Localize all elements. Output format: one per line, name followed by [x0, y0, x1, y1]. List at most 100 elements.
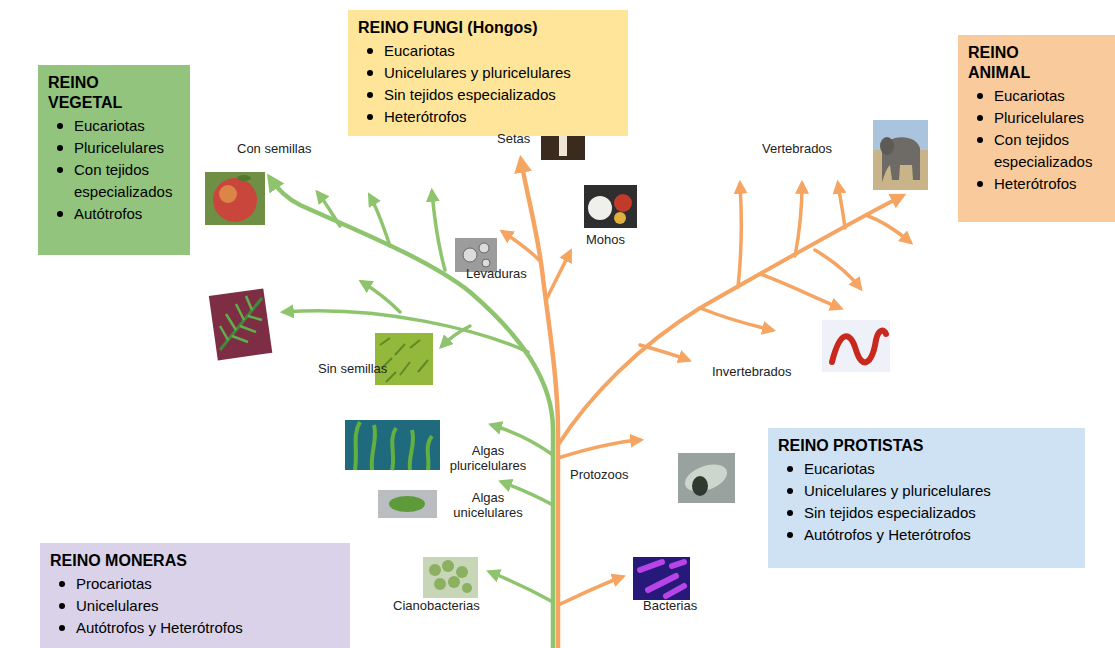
bacteria-photo: [633, 557, 690, 600]
leaf-outline: [447, 105, 626, 400]
trait-item: Autótrofos: [48, 203, 180, 225]
bullet-dot: [57, 167, 63, 173]
bullet-dot: [977, 137, 983, 143]
fern-photo: [209, 288, 273, 360]
bullet-dot: [367, 92, 373, 98]
bullet-dot: [787, 466, 793, 472]
trait-text: Autótrofos: [74, 205, 142, 222]
trait-text: Autótrofos y Heterótrofos: [76, 619, 243, 636]
trait-text: Unicelulares y pluricelulares: [804, 482, 991, 499]
protozoa-photo: [678, 453, 735, 503]
bullet-dot: [59, 625, 65, 631]
trait-item: Eucariotas: [778, 458, 1075, 480]
trait-text: Pluricelulares: [74, 139, 164, 156]
leaf-outline: [628, 114, 951, 398]
trait-text: Autótrofos y Heterótrofos: [804, 526, 971, 543]
algae-photo: [345, 420, 440, 470]
kingdom-title: REINO PROTISTAS: [778, 436, 1075, 456]
trait-item: Unicelulares y pluricelulares: [778, 480, 1075, 502]
kingdom-box: REINO ANIMAL EucariotasPluricelularesCon …: [958, 35, 1115, 222]
group-label: Setas: [497, 131, 530, 146]
trait-text: Sin tejidos especializados: [384, 86, 556, 103]
trait-text: Con tejidos especializados: [994, 131, 1092, 170]
bullet-dot: [59, 603, 65, 609]
kingdom-title: REINO VEGETAL: [48, 73, 122, 113]
bullet-dot: [59, 581, 65, 587]
apple-photo: [205, 172, 265, 225]
trait-text: Heterótrofos: [384, 108, 467, 125]
trait-item: Unicelulares y pluricelulares: [358, 62, 618, 84]
bullet-dot: [367, 70, 373, 76]
bullet-dot: [787, 488, 793, 494]
trait-item: Autótrofos y Heterótrofos: [778, 524, 1075, 546]
trait-text: Eucariotas: [74, 117, 145, 134]
elephant-photo: [873, 120, 928, 190]
bullet-dot: [787, 532, 793, 538]
trait-item: Pluricelulares: [48, 137, 180, 159]
trait-item: Con tejidos especializados: [48, 159, 180, 203]
group-label: Bacterias: [643, 598, 697, 613]
trait-text: Pluricelulares: [994, 109, 1084, 126]
cyanobacteria-photo: [423, 557, 478, 598]
kingdom-title: REINO MONERAS: [50, 551, 340, 571]
trait-text: Heterótrofos: [994, 175, 1077, 192]
trait-item: Heterótrofos: [968, 173, 1105, 195]
trait-item: Procariotas: [50, 573, 340, 595]
trait-item: Sin tejidos especializados: [358, 84, 618, 106]
leaf-outline: [344, 541, 719, 648]
kingdom-leaf: VertebradosInvertebrados: [618, 108, 960, 405]
kingdom-box: REINO VEGETAL EucariotasPluricelularesCon…: [38, 65, 190, 255]
group-label: Con semillas: [237, 141, 311, 156]
trait-text: Eucariotas: [804, 460, 875, 477]
trait-text: Procariotas: [76, 575, 152, 592]
trait-item: Eucariotas: [358, 40, 618, 62]
kingdom-box: REINO PROTISTAS EucariotasUnicelulares y …: [768, 428, 1085, 568]
group-label: Mohos: [586, 232, 625, 247]
group-label: Invertebrados: [712, 364, 792, 379]
trait-item: Unicelulares: [50, 595, 340, 617]
trait-item: Pluricelulares: [968, 107, 1105, 129]
bullet-dot: [57, 145, 63, 151]
microalgae-photo: [378, 490, 437, 518]
leaf-shape: [185, 125, 460, 400]
leaf-shape: [440, 100, 630, 405]
kingdom-title: REINO ANIMAL: [968, 43, 1030, 83]
trait-text: Unicelulares: [76, 597, 159, 614]
bullet-dot: [57, 123, 63, 129]
worm-photo: [822, 320, 890, 372]
kingdom-box: REINO MONERAS ProcariotasUnicelularesAutó…: [40, 543, 350, 648]
bullet-dot: [977, 93, 983, 99]
moss-photo: [375, 333, 433, 385]
fungi-animal-branches: [503, 160, 910, 648]
trait-text: Eucariotas: [994, 87, 1065, 104]
trait-item: Eucariotas: [48, 115, 180, 137]
group-label: Algas pluricelulares: [443, 443, 533, 473]
kingdom-title: REINO FUNGI (Hongos): [358, 18, 618, 38]
trait-item: Eucariotas: [968, 85, 1105, 107]
leaf-shape: [340, 532, 725, 648]
group-label: Protozoos: [570, 467, 629, 482]
group-label: Cianobacterias: [393, 598, 480, 613]
bullet-dot: [57, 211, 63, 217]
trait-text: Eucariotas: [384, 42, 455, 59]
bullet-dot: [787, 510, 793, 516]
trait-item: Autótrofos y Heterótrofos: [50, 617, 340, 639]
group-label: Algas unicelulares: [443, 490, 533, 520]
kingdom-box: REINO FUNGI (Hongos) EucariotasUnicelular…: [348, 10, 628, 136]
group-label: Sin semillas: [318, 361, 387, 376]
trait-item: Con tejidos especializados: [968, 129, 1105, 173]
kingdom-leaf: SetasLevaduras Mohos: [440, 100, 630, 405]
trait-text: Sin tejidos especializados: [804, 504, 976, 521]
trait-item: Heterótrofos: [358, 106, 618, 128]
group-label: Vertebrados: [762, 141, 832, 156]
bullet-dot: [367, 48, 373, 54]
leaf-outline: [190, 132, 452, 397]
group-label: Levaduras: [466, 266, 527, 281]
kingdom-leaf: Con semillasSin semillas: [185, 125, 460, 400]
trait-text: Con tejidos especializados: [74, 161, 172, 200]
mold-photo: [584, 185, 637, 228]
bullet-dot: [367, 114, 373, 120]
bullet-dot: [977, 181, 983, 187]
trait-text: Unicelulares y pluricelulares: [384, 64, 571, 81]
